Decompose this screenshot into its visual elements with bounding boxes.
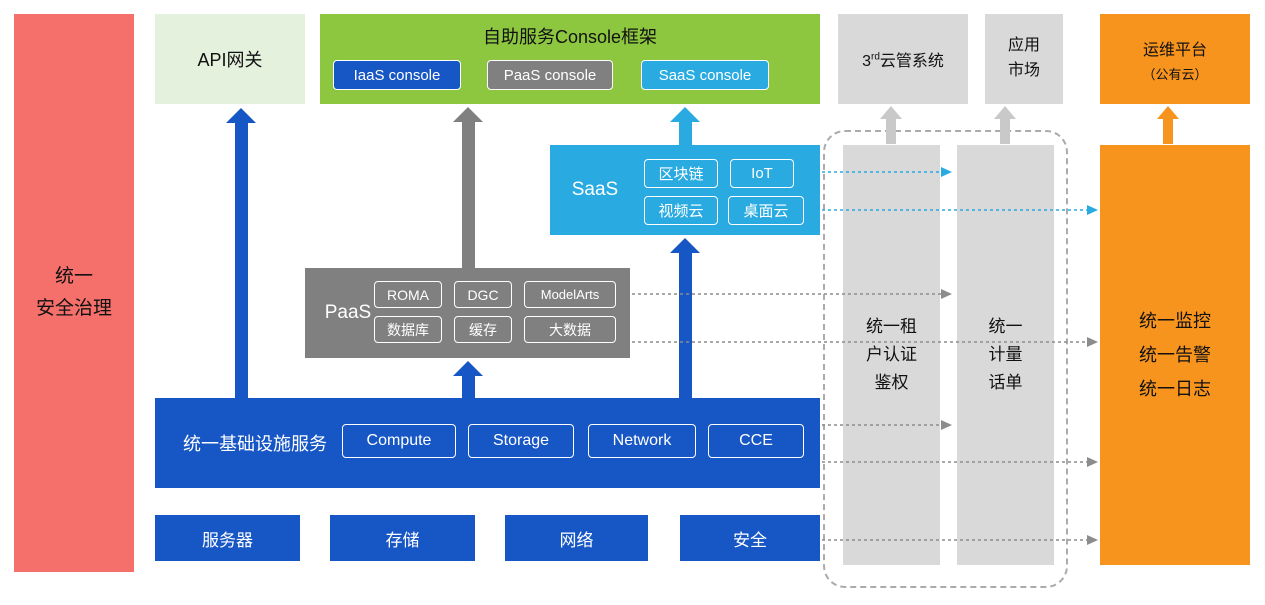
paas-item-roma: ROMA	[374, 281, 442, 308]
app-market-box: 应用 市场	[985, 14, 1063, 104]
infra-item-cce: CCE	[708, 424, 804, 458]
infrastructure-label: 统一基础设施服务	[183, 434, 327, 454]
paas-item-bigdata: 大数据	[524, 316, 616, 343]
saas-console-chip: SaaS console	[641, 60, 769, 90]
saas-item-blockchain: 区块链	[644, 159, 718, 188]
tenant-services-dashed-container	[823, 130, 1068, 588]
hw-network-box: 网络	[505, 515, 648, 561]
metering-bar: 统一 计量 话单	[957, 145, 1054, 565]
paas-item-dgc: DGC	[454, 281, 512, 308]
saas-box: SaaS	[550, 145, 820, 235]
hw-security-box: 安全	[680, 515, 820, 561]
infrastructure-bar: 统一基础设施服务	[155, 398, 820, 488]
paas-item-modelarts: ModelArts	[524, 281, 616, 308]
monitoring-bar: 统一监控 统一告警 统一日志	[1100, 145, 1250, 565]
saas-item-video-cloud: 视频云	[644, 196, 718, 225]
infra-item-network: Network	[588, 424, 696, 458]
arrow-infra-to-paas-icon	[453, 361, 483, 398]
arrow-auth-to-3rd-cloud-icon	[880, 106, 902, 144]
api-gateway-box: API网关	[155, 14, 305, 104]
paas-label: PaaS	[324, 302, 372, 323]
arrow-infra-to-saas-icon	[670, 238, 700, 398]
arrow-monitoring-to-om-platform-icon	[1157, 106, 1179, 144]
saas-item-desktop-cloud: 桌面云	[728, 196, 804, 225]
third-party-cloud-box: 3rd云管系统	[838, 14, 968, 104]
saas-item-iot: IoT	[730, 159, 794, 188]
hw-server-box: 服务器	[155, 515, 300, 561]
infra-item-compute: Compute	[342, 424, 456, 458]
paas-item-cache: 缓存	[454, 316, 512, 343]
paas-box: PaaS	[305, 268, 630, 358]
om-platform-box: 运维平台 （公有云）	[1100, 14, 1250, 104]
console-framework-title: 自助服务Console框架	[482, 27, 658, 47]
arrow-infra-to-api-gateway-icon	[226, 108, 256, 398]
arrow-metering-to-app-market-icon	[994, 106, 1016, 144]
arrow-paas-to-console-icon	[453, 107, 483, 268]
paas-item-database: 数据库	[374, 316, 442, 343]
console-framework-box: 自助服务Console框架	[320, 14, 820, 104]
iaas-console-chip: IaaS console	[333, 60, 461, 90]
saas-label: SaaS	[571, 179, 619, 200]
third-party-cloud-label: 3rd云管系统	[862, 51, 944, 70]
tenant-auth-bar: 统一租 户认证 鉴权	[843, 145, 940, 565]
om-platform-title: 运维平台	[1142, 41, 1207, 59]
om-platform-subtitle: （公有云）	[1142, 66, 1208, 82]
infra-item-storage: Storage	[468, 424, 574, 458]
security-governance-bar: 统一 安全治理	[14, 14, 134, 572]
hw-storage-box: 存储	[330, 515, 475, 561]
paas-console-chip: PaaS console	[487, 60, 613, 90]
arrow-saas-to-console-icon	[670, 107, 700, 145]
